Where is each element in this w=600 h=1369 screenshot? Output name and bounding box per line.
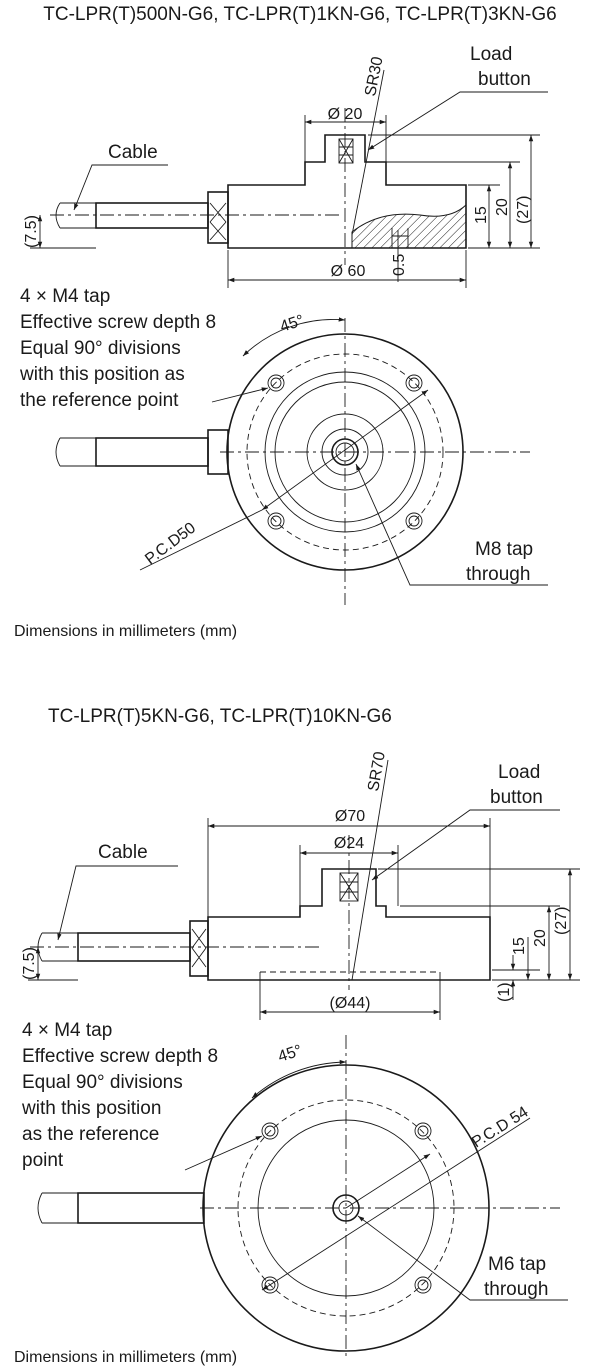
top-center-tap-1: M8 tap xyxy=(475,539,533,560)
top-dim-27: (27) xyxy=(515,196,532,224)
bottom-dia-recess: (Ø44) xyxy=(330,995,371,1012)
bottom-tap-note: 4 × M4 tap Effective screw depth 8 Equal… xyxy=(21,1020,218,1171)
top-load-button-label-2: button xyxy=(478,69,531,90)
bottom-dim-27: (27) xyxy=(553,907,570,935)
bottom-tap-note-line-3: Equal 90° divisions xyxy=(22,1072,183,1093)
bottom-model-drawing: TC-LPR(T)5KN-G6, TC-LPR(T)10KN-G6 (Ø44) … xyxy=(14,706,580,1366)
bottom-center-tap-2: through xyxy=(484,1279,548,1300)
bottom-dim-7-5: (7.5) xyxy=(21,947,38,980)
bottom-angle: 45° xyxy=(276,1042,304,1066)
top-title: TC-LPR(T)500N-G6, TC-LPR(T)1KN-G6, TC-LP… xyxy=(43,4,556,25)
bottom-tap-note-line-1: 4 × M4 tap xyxy=(22,1020,112,1041)
top-dim-0-5: 0.5 xyxy=(391,254,408,276)
bottom-dim-20: 20 xyxy=(532,929,549,947)
top-dim-7-5: (7.5) xyxy=(23,215,40,248)
top-dim-20: 20 xyxy=(494,198,511,216)
top-tap-note-line-1: 4 × M4 tap xyxy=(20,286,110,307)
bottom-plan-view: 45° P.C.D 54 4 × M4 tap Effective screw … xyxy=(21,1020,568,1360)
top-tap-note-line-2: Effective screw depth 8 xyxy=(20,312,216,333)
bottom-cable-label: Cable xyxy=(98,842,148,863)
top-load-button-label-1: Load xyxy=(470,44,512,65)
top-cable-label: Cable xyxy=(108,142,158,163)
bottom-center-tap-1: M6 tap xyxy=(488,1254,546,1275)
bottom-tap-note-line-5: as the reference xyxy=(22,1124,159,1145)
bottom-pcd: P.C.D 54 xyxy=(469,1104,531,1152)
bottom-title: TC-LPR(T)5KN-G6, TC-LPR(T)10KN-G6 xyxy=(48,706,392,727)
bottom-tap-note-line-4: with this position xyxy=(21,1098,161,1119)
top-dim-15: 15 xyxy=(473,206,490,224)
bottom-dia-body: Ø70 xyxy=(335,808,365,825)
top-center-tap-2: through xyxy=(466,564,530,585)
bottom-load-button-label-1: Load xyxy=(498,762,540,783)
bottom-dia-button: Ø24 xyxy=(334,835,364,852)
top-tap-note-line-3: Equal 90° divisions xyxy=(20,338,181,359)
top-plan-view: 45° P.C.D50 4 × M4 tap Effective screw d… xyxy=(19,286,548,605)
top-dia-body: Ø 60 xyxy=(331,263,366,280)
bottom-side-view: (Ø44) Ø70 Ø24 SR70 15 20 xyxy=(21,750,580,1020)
top-side-view: Ø 20 SR30 Ø 60 0.5 15 20 (27) (7.5) xyxy=(23,44,548,288)
bottom-dim-15: 15 xyxy=(511,937,528,955)
bottom-load-button-label-2: button xyxy=(490,787,543,808)
bottom-units-note: Dimensions in millimeters (mm) xyxy=(14,1349,237,1366)
top-model-drawing: TC-LPR(T)500N-G6, TC-LPR(T)1KN-G6, TC-LP… xyxy=(14,4,557,640)
top-dia-button: Ø 20 xyxy=(328,106,363,123)
top-units-note: Dimensions in millimeters (mm) xyxy=(14,623,237,640)
bottom-dim-1: (1) xyxy=(496,982,513,1002)
top-tap-note: 4 × M4 tap Effective screw depth 8 Equal… xyxy=(19,286,216,411)
bottom-tap-note-line-6: point xyxy=(22,1150,64,1171)
top-angle: 45° xyxy=(278,312,306,336)
top-tap-note-line-5: the reference point xyxy=(20,390,179,411)
top-sr-label: SR30 xyxy=(362,55,386,98)
bottom-tap-note-line-2: Effective screw depth 8 xyxy=(22,1046,218,1067)
top-pcd: P.C.D50 xyxy=(142,519,199,568)
top-tap-note-line-4: with this position as xyxy=(19,364,185,385)
bottom-sr-label: SR70 xyxy=(365,750,389,792)
